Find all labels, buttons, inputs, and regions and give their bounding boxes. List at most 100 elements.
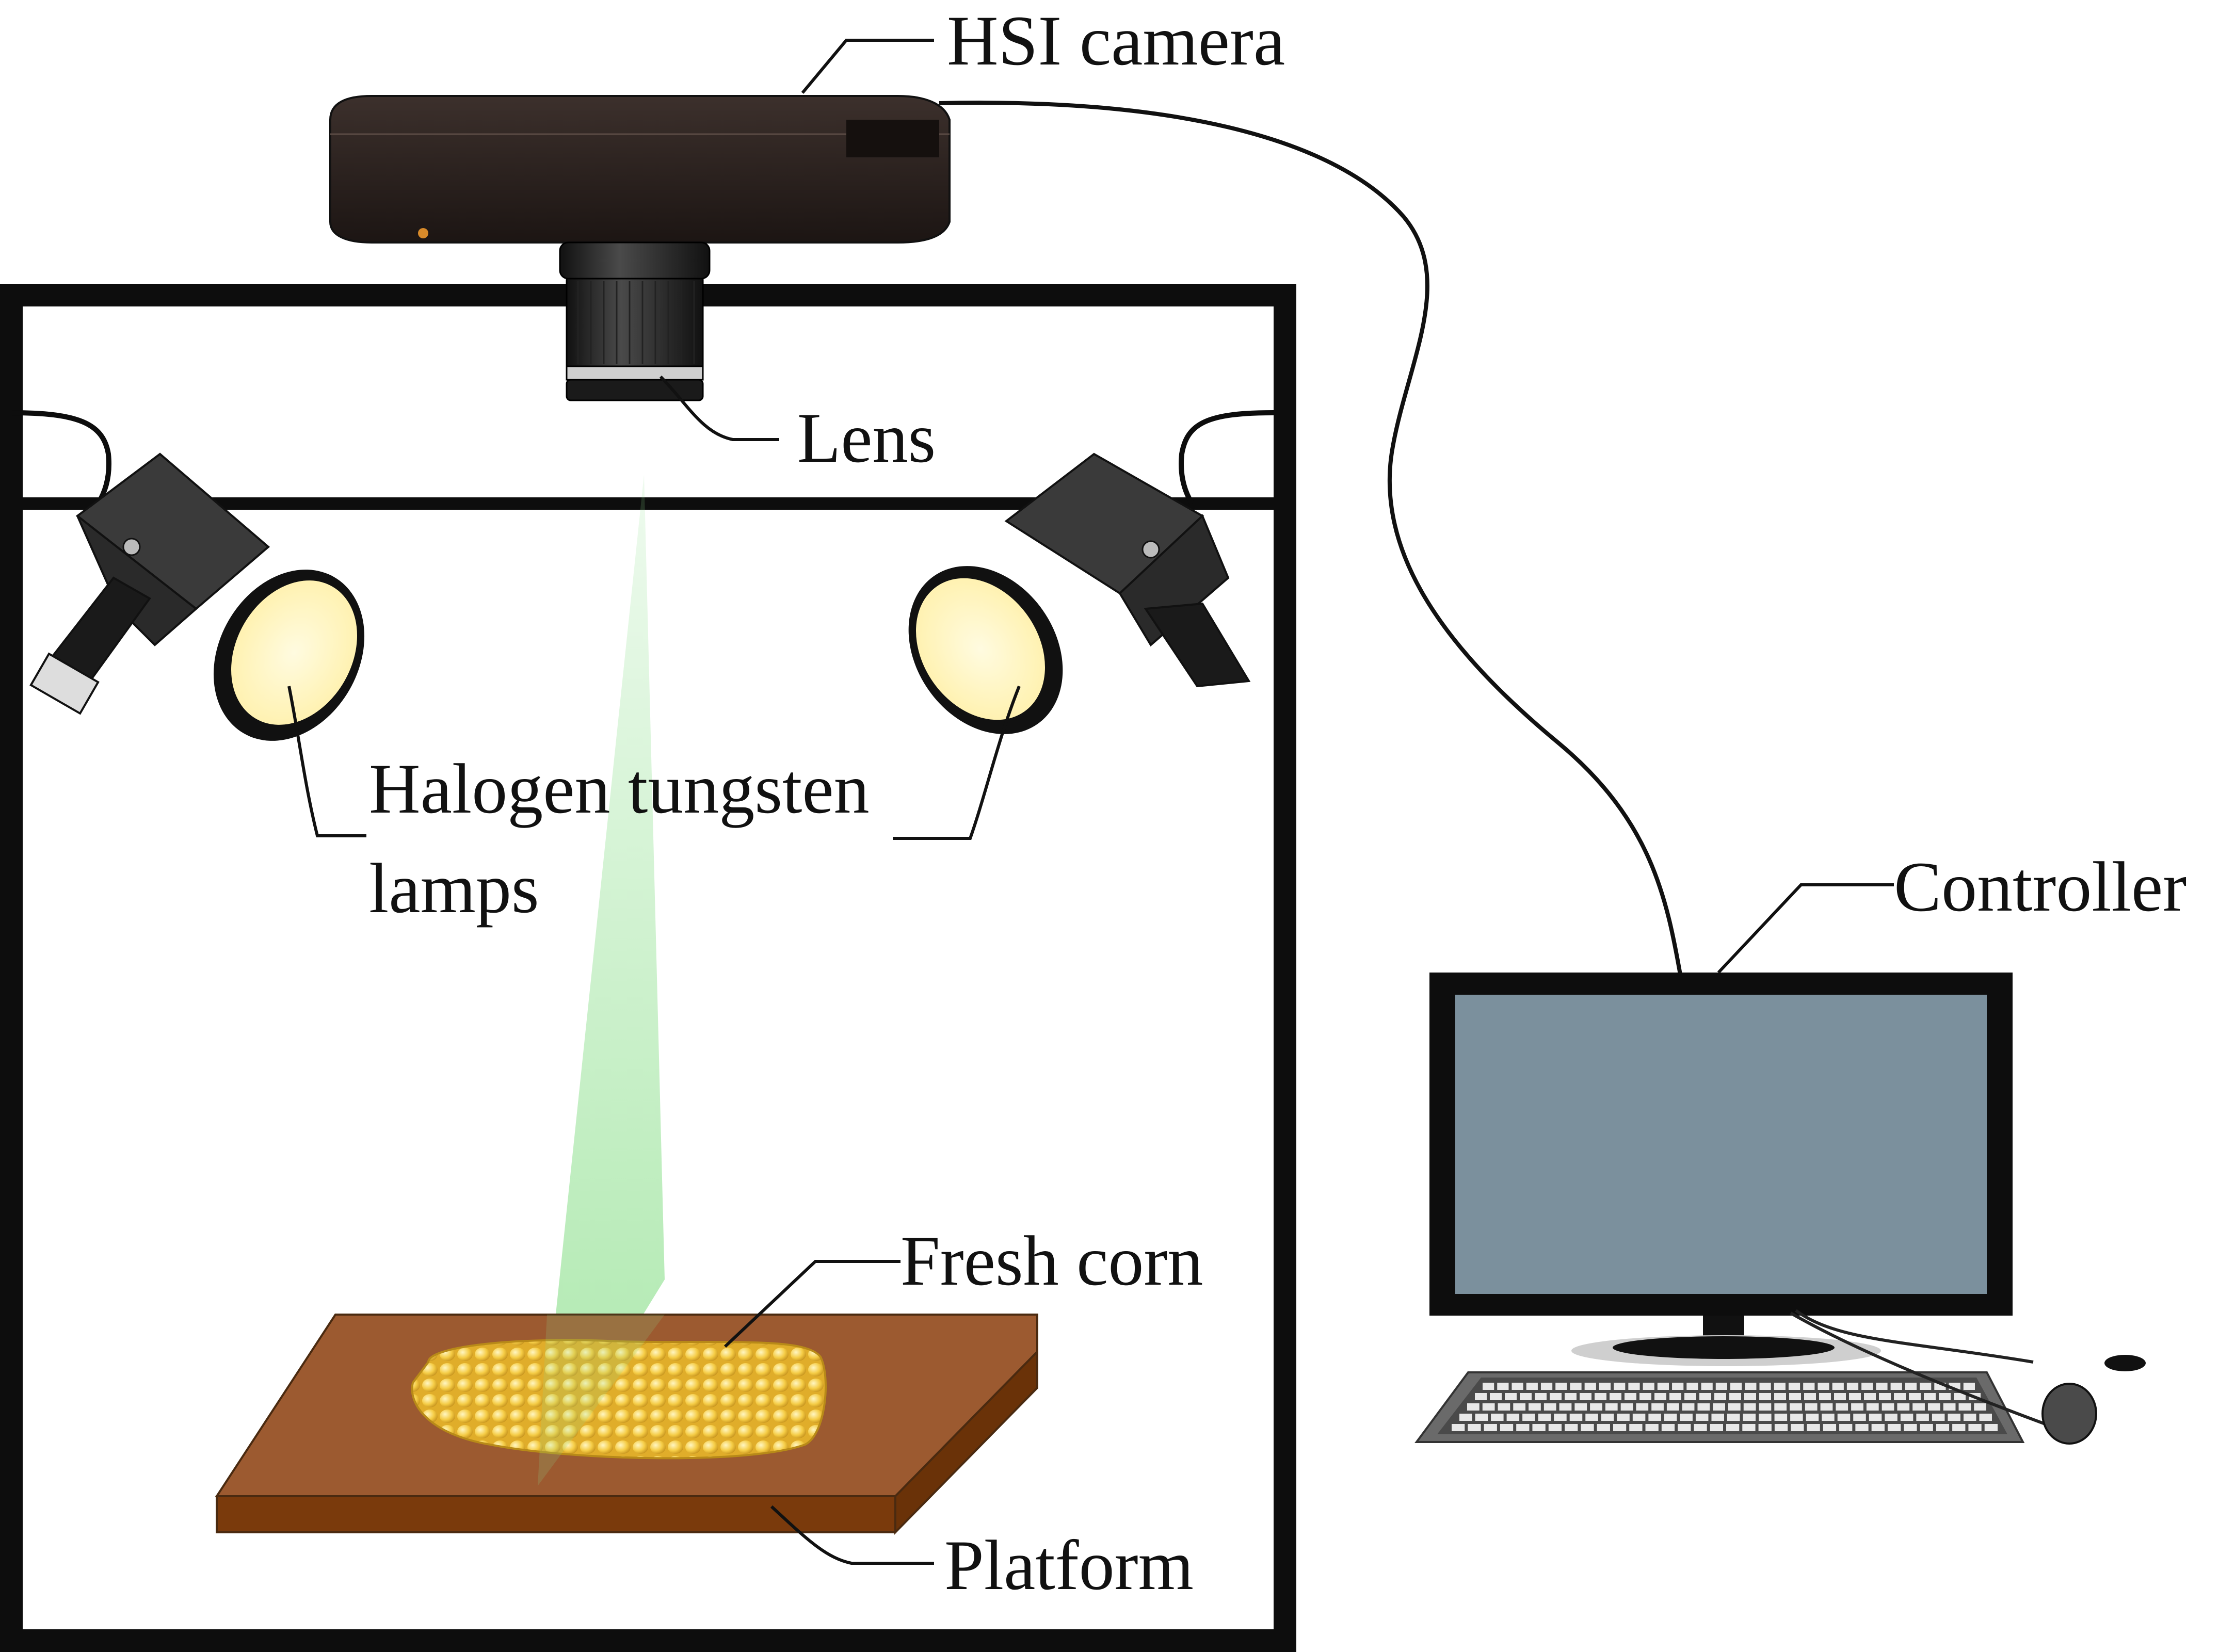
keyboard-key bbox=[1876, 1383, 1888, 1390]
keyboard-key bbox=[1759, 1414, 1772, 1421]
keyboard-key bbox=[1540, 1383, 1553, 1390]
keyboard-key bbox=[1864, 1393, 1876, 1400]
keyboard-key bbox=[1788, 1383, 1800, 1390]
keyboard-key bbox=[1804, 1393, 1816, 1400]
keyboard-key bbox=[1836, 1403, 1848, 1411]
keyboard-key bbox=[1467, 1403, 1480, 1411]
keyboard-key bbox=[1625, 1393, 1636, 1400]
keyboard-key bbox=[1885, 1414, 1898, 1421]
keyboard-key bbox=[1617, 1414, 1630, 1421]
keyboard-key bbox=[1699, 1393, 1711, 1400]
keyboard-key bbox=[1498, 1403, 1510, 1411]
keyboard-key bbox=[1550, 1393, 1562, 1400]
keyboard-key bbox=[1963, 1414, 1976, 1421]
label-controller: Controller bbox=[1894, 847, 2186, 926]
keyboard-key bbox=[1697, 1403, 1710, 1411]
light-beam bbox=[538, 475, 665, 1486]
right-halogen-lamp bbox=[908, 410, 1274, 734]
keyboard-key bbox=[1743, 1414, 1756, 1421]
keyboard-key bbox=[1680, 1414, 1693, 1421]
keyboard-key bbox=[1774, 1414, 1788, 1421]
keyboard-key bbox=[1490, 1393, 1502, 1400]
keyboard-key bbox=[1500, 1424, 1514, 1431]
keyboard-key bbox=[1759, 1393, 1771, 1400]
keyboard-key bbox=[1744, 1393, 1756, 1400]
keyboard-key bbox=[1849, 1393, 1861, 1400]
keyboard-key bbox=[1869, 1414, 1882, 1421]
keyboard-key bbox=[1686, 1383, 1698, 1390]
keyboard-key bbox=[1887, 1424, 1901, 1431]
keyboard-key bbox=[1682, 1403, 1695, 1411]
keyboard-key bbox=[1599, 1383, 1611, 1390]
keyboard-key bbox=[1984, 1424, 1998, 1431]
keyboard-key bbox=[1701, 1383, 1713, 1390]
keyboard-key bbox=[1645, 1424, 1659, 1431]
keyboard-key bbox=[1882, 1403, 1894, 1411]
keyboard-key bbox=[1468, 1424, 1481, 1431]
keyboard-key bbox=[1520, 1393, 1532, 1400]
keyboard-key bbox=[1711, 1414, 1724, 1421]
keyboard-key bbox=[1613, 1424, 1627, 1431]
keyboard-key bbox=[1595, 1393, 1606, 1400]
camera-cable bbox=[939, 101, 1683, 981]
keyboard-key bbox=[1968, 1424, 1982, 1431]
keyboard-key bbox=[1855, 1424, 1869, 1431]
keyboard-key bbox=[1726, 1424, 1740, 1431]
keyboard-key bbox=[1516, 1424, 1530, 1431]
controller-computer bbox=[1414, 973, 2146, 1445]
left-halogen-lamp bbox=[11, 410, 365, 741]
keyboard-key bbox=[1745, 1383, 1757, 1390]
keyboard-key bbox=[1505, 1393, 1517, 1400]
keyboard-key bbox=[1904, 1424, 1917, 1431]
keyboard-key bbox=[1532, 1424, 1546, 1431]
keyboard-key bbox=[1648, 1414, 1661, 1421]
keyboard-key bbox=[1584, 1383, 1596, 1390]
label-platform: Platform bbox=[944, 1526, 1194, 1605]
keyboard-key bbox=[1482, 1403, 1495, 1411]
keyboard-key bbox=[1636, 1403, 1649, 1411]
keyboard-key bbox=[1927, 1403, 1940, 1411]
keyboard-key bbox=[1506, 1414, 1520, 1421]
keyboard-key bbox=[1548, 1424, 1562, 1431]
keyboard-key bbox=[1672, 1383, 1684, 1390]
keyboard-key bbox=[1484, 1424, 1497, 1431]
keyboard-key bbox=[1932, 1414, 1945, 1421]
keyboard-key bbox=[1639, 1393, 1651, 1400]
keyboard-key bbox=[1819, 1393, 1831, 1400]
keyboard-key bbox=[1790, 1403, 1802, 1411]
keyboard-key bbox=[1853, 1414, 1866, 1421]
keyboard-key bbox=[1678, 1424, 1691, 1431]
keyboard-key bbox=[1614, 1383, 1626, 1390]
keyboard-key bbox=[1666, 1403, 1679, 1411]
keyboard-key bbox=[1916, 1414, 1929, 1421]
keyboard-key bbox=[1774, 1403, 1787, 1411]
keyboard-key bbox=[1823, 1424, 1837, 1431]
hsi-camera bbox=[329, 95, 951, 244]
keyboard-key bbox=[1475, 1414, 1488, 1421]
keyboard-key bbox=[1924, 1393, 1936, 1400]
keyboard-key bbox=[1846, 1383, 1859, 1390]
keyboard-key bbox=[1590, 1403, 1602, 1411]
keyboard-key bbox=[1730, 1383, 1742, 1390]
keyboard-key bbox=[1920, 1383, 1932, 1390]
keyboard-key bbox=[1555, 1383, 1567, 1390]
keyboard-key bbox=[1535, 1393, 1547, 1400]
keyboard-key bbox=[1661, 1424, 1675, 1431]
keyboard-key bbox=[1459, 1414, 1472, 1421]
keyboard-key bbox=[1569, 1414, 1583, 1421]
keyboard-key bbox=[1909, 1393, 1921, 1400]
keyboard-key bbox=[1774, 1383, 1786, 1390]
beam-footprint bbox=[538, 1315, 665, 1486]
keyboard-key bbox=[1452, 1424, 1465, 1431]
keyboard-key bbox=[1791, 1424, 1804, 1431]
keyboard-key bbox=[1565, 1393, 1577, 1400]
keyboard-key bbox=[1834, 1393, 1846, 1400]
keyboard-key bbox=[1729, 1393, 1741, 1400]
keyboard-key bbox=[1943, 1403, 1956, 1411]
keyboard-key bbox=[1643, 1383, 1654, 1390]
keyboard-key bbox=[1684, 1393, 1696, 1400]
keyboard-key bbox=[1805, 1403, 1818, 1411]
keyboard-key bbox=[1790, 1414, 1803, 1421]
keyboard-key bbox=[1483, 1383, 1494, 1390]
keyboard-key bbox=[1597, 1424, 1610, 1431]
